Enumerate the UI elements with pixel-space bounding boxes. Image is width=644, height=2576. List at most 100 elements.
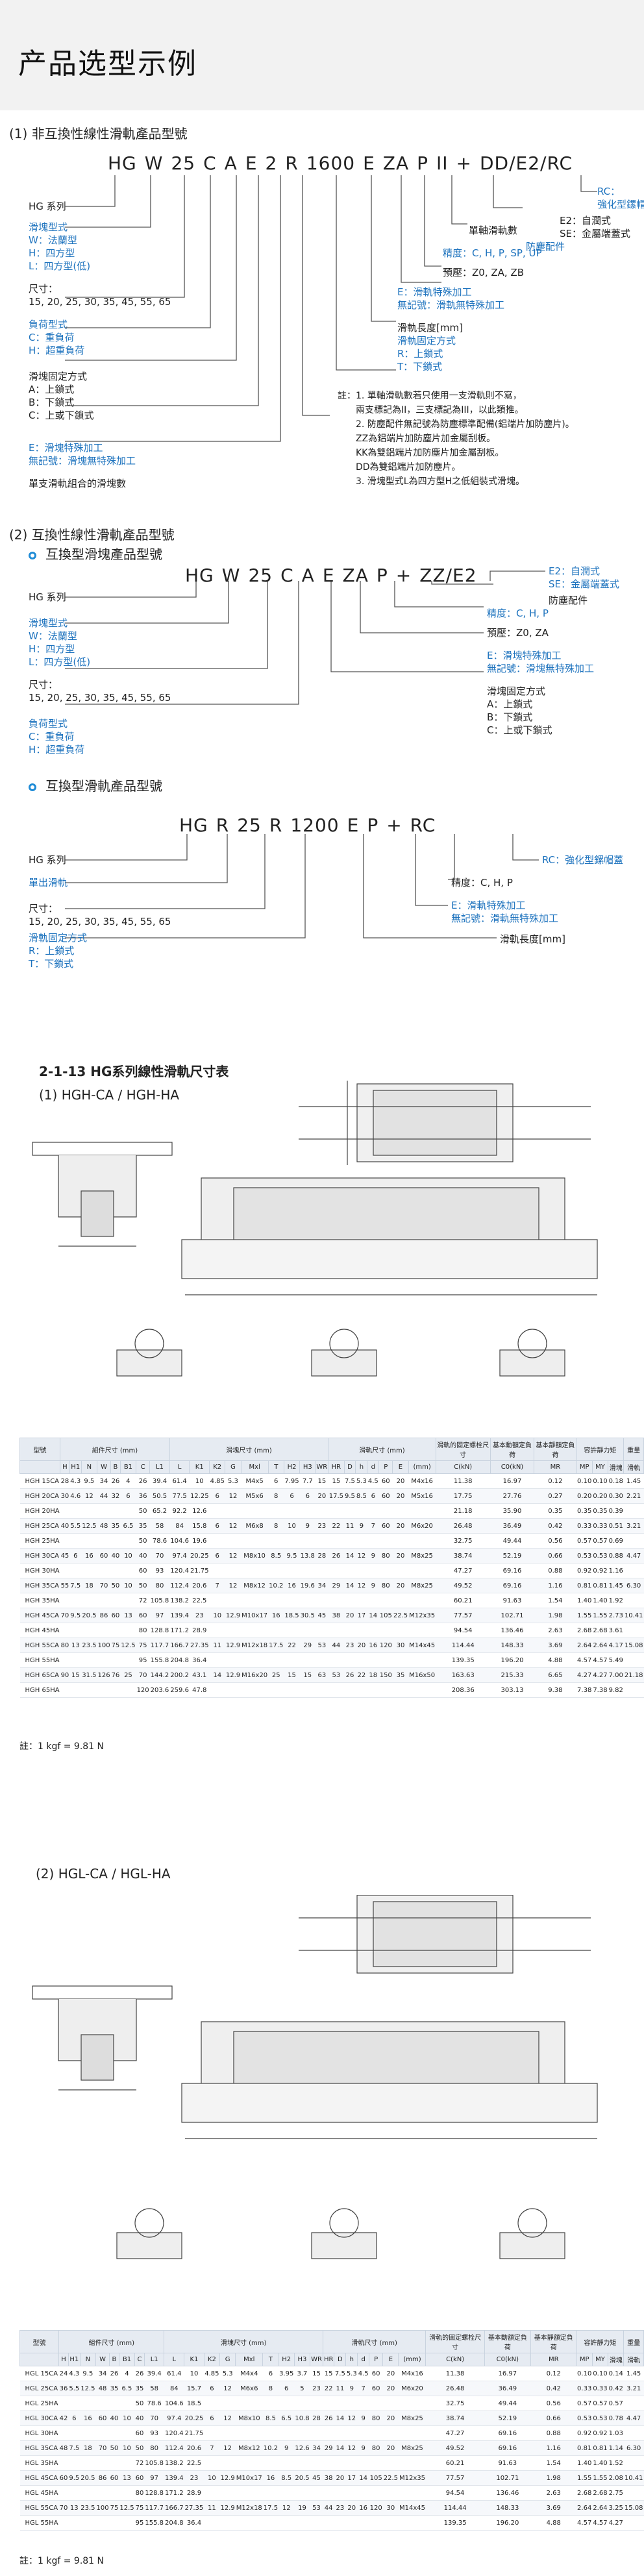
table-cell: 18 — [80, 2440, 96, 2456]
table-cell: 0.81 — [592, 2440, 608, 2456]
table-cell: 1.03 — [608, 2425, 624, 2441]
note-line: DD為雙鋁端片加防塵片。 — [356, 462, 461, 472]
table-cell: 26.48 — [436, 1518, 491, 1534]
table-cell: 32.75 — [425, 2396, 485, 2411]
table-cell: 38.74 — [436, 1548, 491, 1564]
table-cell — [225, 1682, 242, 1698]
table-cell: 75 — [110, 1638, 121, 1653]
table-col-header: H2 — [283, 1460, 301, 1474]
table-cell: 97.4 — [169, 1548, 190, 1564]
table-cell: 4.85 — [204, 2366, 220, 2381]
table-cell — [80, 2455, 96, 2471]
table-cell: 80 — [369, 2440, 383, 2456]
table-cell: 7.5 — [68, 2440, 80, 2456]
table-cell — [97, 1623, 111, 1638]
table-cell: 40 — [60, 1518, 70, 1534]
table-cell: 4.5 — [357, 2366, 369, 2381]
table-cell: 15.08 — [623, 1638, 644, 1653]
note-line: 註：1. 單軸滑軌數若只使用一支滑軌則不寫， — [338, 391, 522, 401]
callout-label: 15, 20, 25, 30, 35, 45, 55, 65 — [29, 916, 171, 927]
table-cell: 20 — [392, 1518, 409, 1534]
table-cell: 3.21 — [623, 1518, 644, 1534]
model-cell: HGL 30CA — [19, 2410, 59, 2426]
table-group-header: 組件尺寸 (mm) — [58, 2330, 165, 2353]
table-cell — [357, 2455, 369, 2471]
table-cell — [299, 1652, 316, 1668]
table-cell — [97, 1503, 111, 1519]
table-cell: 6 — [69, 1548, 82, 1564]
table-cell — [204, 2515, 220, 2531]
table-cell: 38.74 — [425, 2410, 485, 2426]
section-2-title: (2) 互換性線性滑軌產品型號 — [9, 527, 175, 543]
table-cell: 0.81 — [576, 1578, 593, 1593]
table-cell: 69.16 — [484, 2440, 531, 2456]
model-cell: HGL 55HA — [19, 2515, 59, 2531]
model-cell: HGH 30HA — [19, 1563, 60, 1578]
table-cell — [262, 2485, 279, 2501]
table-cell: 22.5 — [189, 1593, 210, 1608]
table-cell: 0.53 — [592, 1548, 608, 1564]
table-cell: 15 — [315, 1473, 328, 1489]
table-cell — [367, 1533, 379, 1549]
table-cell — [219, 2396, 236, 2411]
table-cell — [369, 2515, 383, 2531]
table-cell: 15 — [310, 2366, 323, 2381]
callout-label: 尺寸： — [29, 679, 58, 691]
table-cell: 69.16 — [490, 1578, 534, 1593]
table-cell: M5x6 — [241, 1488, 269, 1504]
table-cell: M6x6 — [235, 2381, 263, 2396]
table-cell: 35 — [110, 1518, 121, 1534]
table-cell — [219, 2455, 236, 2471]
table-cell — [367, 1682, 379, 1698]
table-cell — [120, 1533, 136, 1549]
table-cell: 60.21 — [425, 2455, 485, 2471]
code-segment: 2 — [265, 153, 278, 174]
table-cell: 13.8 — [299, 1548, 316, 1564]
table-cell: 26 — [136, 1473, 150, 1489]
table-cell: 6.5 — [120, 1518, 136, 1534]
table-cell: 155.8 — [149, 1652, 170, 1668]
table-cell: 69.16 — [490, 1563, 534, 1578]
table-cell: M6x20 — [398, 2381, 426, 2396]
table-cell: 49.44 — [484, 2396, 531, 2411]
table-cell: 10.2 — [262, 2440, 279, 2456]
callout-label: 無記號：滑塊無特殊加工 — [487, 663, 595, 674]
table-cell: 0.12 — [534, 1473, 577, 1489]
table-cell — [334, 2455, 346, 2471]
table-cell: 3.69 — [530, 2500, 577, 2516]
table-cell: 70 — [97, 1578, 111, 1593]
table-cell: 20.25 — [189, 1548, 210, 1564]
table-col-header: MP — [576, 1460, 593, 1474]
table-cell — [315, 1593, 328, 1608]
table-cell — [279, 2455, 295, 2471]
table-col-header: K2 — [203, 2353, 221, 2366]
table-cell: 6 — [204, 2381, 220, 2396]
table-cell: 69.16 — [484, 2425, 531, 2441]
table-cell: 11 — [334, 2381, 346, 2396]
table-cell: 36 — [136, 1488, 150, 1504]
table-cell: 19 — [294, 2500, 310, 2516]
table-cell: 44 — [328, 1638, 345, 1653]
table-cell: 48 — [97, 1518, 111, 1534]
table-cell: 60 — [369, 2366, 383, 2381]
table-cell — [345, 2425, 358, 2441]
table-cell — [97, 1682, 111, 1698]
table-cell — [315, 1652, 328, 1668]
table-cell: 20 — [382, 2366, 399, 2381]
table-cell: 38 — [323, 2470, 334, 2486]
table-cell — [68, 2396, 80, 2411]
table-cell: 20 — [382, 2440, 399, 2456]
table-cell — [623, 1563, 644, 1578]
table-cell — [81, 1682, 97, 1698]
table-col-header: C — [134, 2353, 145, 2366]
callout-label: 滑軌固定方式 — [397, 335, 456, 347]
table-cell: 148.33 — [490, 1638, 534, 1653]
table-cell — [392, 1623, 409, 1638]
callout-label: 強化型鏍帽蓋 — [597, 199, 644, 210]
table-cell: 76 — [110, 1667, 121, 1683]
